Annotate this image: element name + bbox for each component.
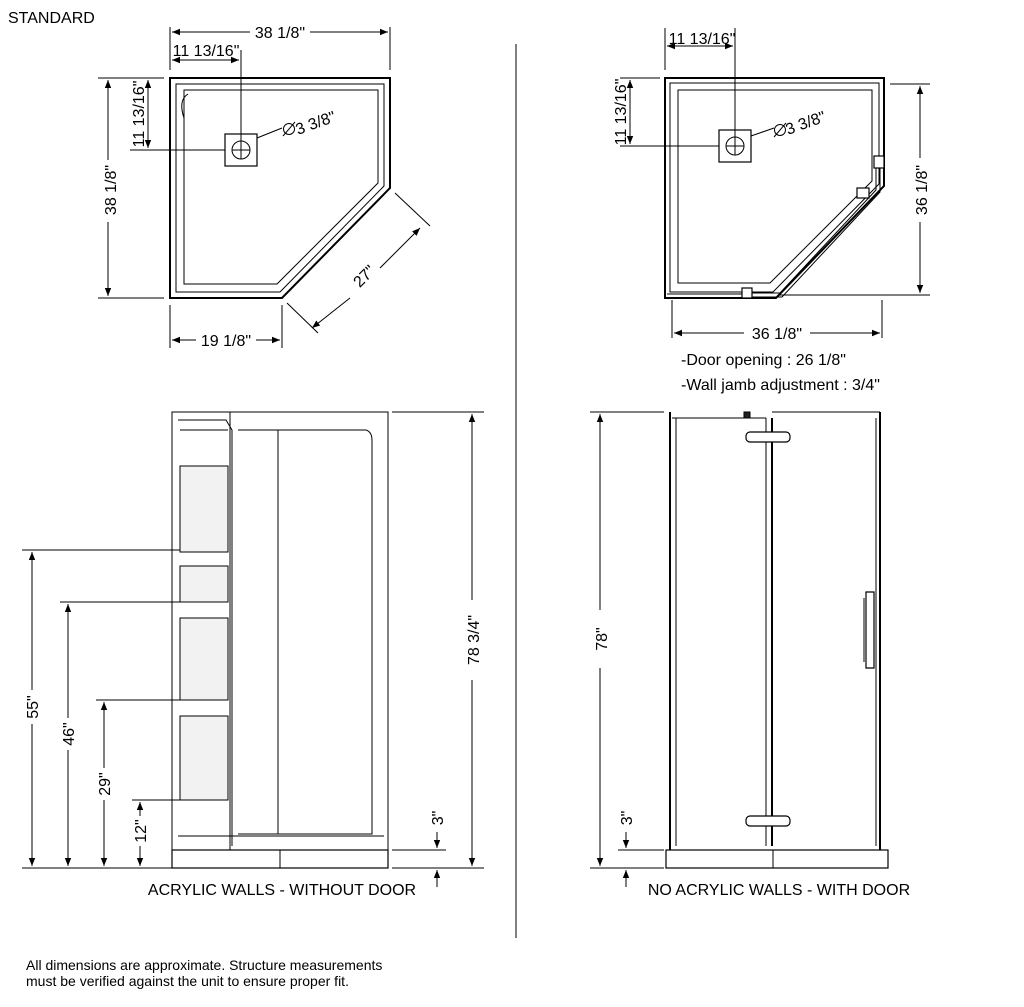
diameter-symbol-icon [283,123,295,135]
wall-jamb-note: -Wall jamb adjustment : 3/4" [681,377,880,394]
shelf-height-12-label: 12" [133,819,150,842]
corner-seat [181,93,189,119]
angle-dimension-label: 27" [351,263,380,292]
width-dimension-label: 36 1/8" [752,326,802,343]
bottom-right-elevation: 78" 3" NO ACRYLIC WALLS - WITH DOOR [590,411,910,899]
shelf-niche [179,465,229,553]
top-right-plan-view: 11 13/16" 11 13/16" 3 3/8" 36 1/8" 36 1/… [613,28,931,394]
hinge-icon [745,431,791,443]
depth-dimension-label: 36 1/8" [914,165,931,215]
base-height-label: 3" [619,811,636,826]
drain-offset-y-label: 11 13/16" [613,79,630,146]
disclaimer-line-1: All dimensions are approximate. Structur… [26,957,382,973]
top-left-plan-view: 38 1/8" 11 13/16" 11 13/16" 38 1/8" 3 3/… [98,25,431,350]
shelf-height-29-label: 29" [97,772,114,795]
hinge-icon [873,155,885,169]
shower-base [665,849,889,869]
depth-dimension-label: 38 1/8" [103,165,120,215]
shelf-height-55-label: 55" [25,695,42,718]
width-dimension-label: 38 1/8" [255,25,305,42]
height-dimension-label: 78" [594,627,611,650]
glass-door-panel [745,160,877,294]
left-elevation-caption: ACRYLIC WALLS - WITHOUT DOOR [148,882,416,899]
door-handle-icon [865,591,875,669]
drain-diameter-label: 3 3/8" [294,109,339,139]
base-outline [169,77,391,299]
shelf-niche [179,617,229,701]
base-tray [677,89,873,284]
drain-offset-x-label: 11 13/16" [173,43,240,60]
shelf-height-46-label: 46" [61,722,78,745]
door-opening-note: -Door opening : 26 1/8" [681,352,846,369]
drain-offset-y-label: 11 13/16" [131,81,148,148]
hinge-icon [856,187,870,199]
shelf-niche [179,715,229,801]
drain-diameter-label: 3 3/8" [784,109,829,139]
bottom-left-elevation: 78 3/4" 55" 46" 29" 12" 3" ACRYLIC WALLS… [22,411,484,899]
base-inner-outline [669,82,880,293]
diameter-symbol-icon [774,124,786,136]
height-dimension-label: 78 3/4" [466,615,483,665]
disclaimer-line-2: must be verified against the unit to ens… [26,973,349,989]
base-height-label: 3" [430,811,447,826]
base-inner-outline [175,83,385,293]
base-outline [664,77,885,299]
shelf-niche [179,565,229,603]
back-wall-panel [238,429,373,835]
drain-offset-x-label: 11 13/16" [669,31,736,48]
hinge-icon [745,815,791,827]
page-title: STANDARD [8,10,95,27]
right-elevation-caption: NO ACRYLIC WALLS - WITH DOOR [648,882,910,899]
hinge-icon [741,287,753,299]
base-tray [183,89,379,285]
front-dimension-label: 19 1/8" [201,333,251,350]
